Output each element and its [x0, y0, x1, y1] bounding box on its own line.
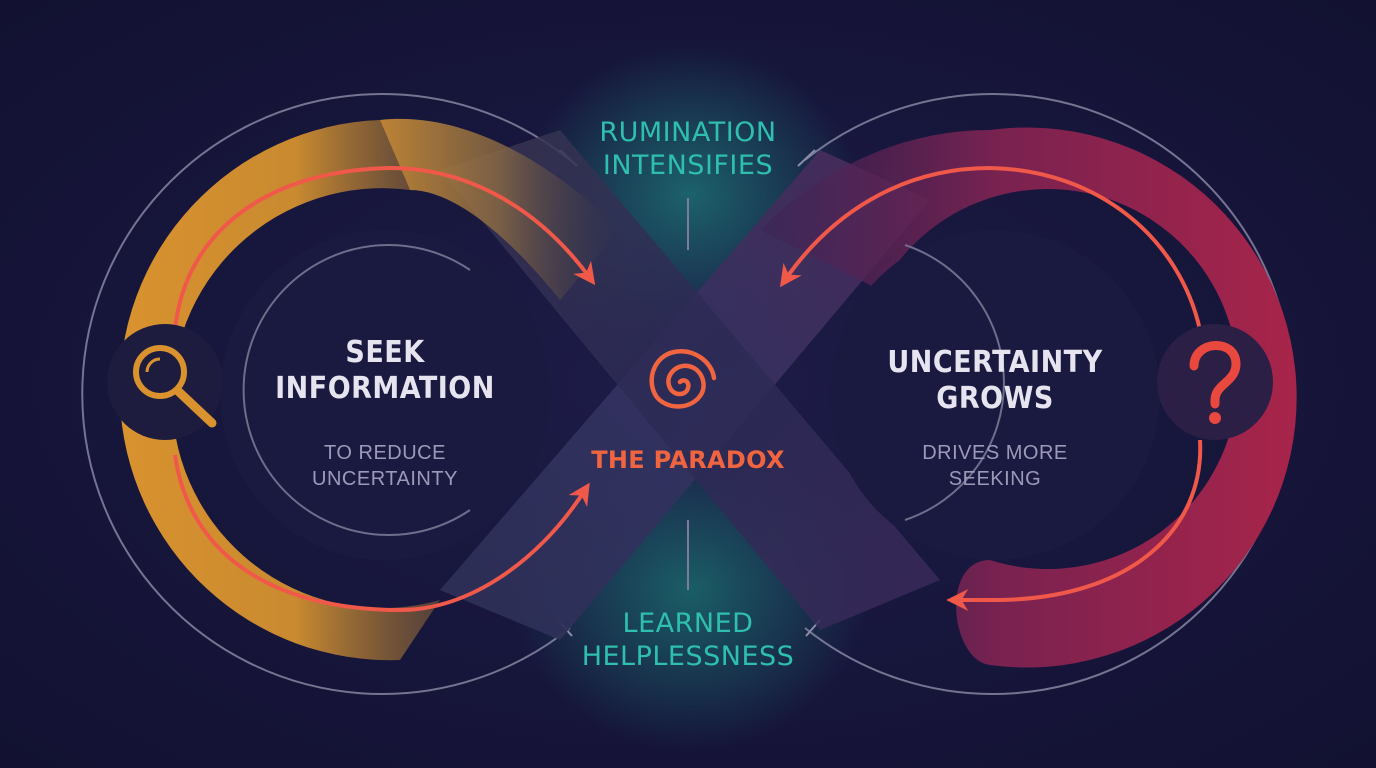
right-inner-circle [830, 230, 1160, 560]
magnifying-glass-icon [107, 324, 223, 440]
top-label: RUMINATION INTENSIFIES [599, 117, 777, 181]
left-loop-subtitle: TO REDUCE UNCERTAINTY [312, 442, 458, 490]
question-mark-icon [1157, 324, 1273, 440]
left-inner-ring [242, 244, 471, 536]
left-inner-circle [220, 230, 550, 560]
arrow-bottom-left [173, 454, 590, 613]
arrow-bottom-right [946, 439, 1203, 611]
right-loop-title: UNCERTAINTY GROWS [887, 345, 1103, 416]
right-inner-ring [904, 244, 1005, 521]
left-loop-title: SEEK INFORMATION [275, 335, 495, 406]
right-loop-subtitle: DRIVES MORE SEEKING [922, 442, 1068, 490]
arrow-top-left [173, 165, 596, 331]
left-outer-ring [81, 93, 571, 695]
ring-tick-tr [797, 149, 816, 167]
right-crimson-band [760, 127, 1297, 668]
center-label: THE PARADOX [591, 446, 785, 474]
arrow-top-right [779, 165, 1202, 331]
spiral-icon [649, 349, 717, 409]
left-gold-upper-fade [380, 118, 620, 301]
bottom-label: LEARNED HELPLESSNESS [581, 608, 795, 672]
